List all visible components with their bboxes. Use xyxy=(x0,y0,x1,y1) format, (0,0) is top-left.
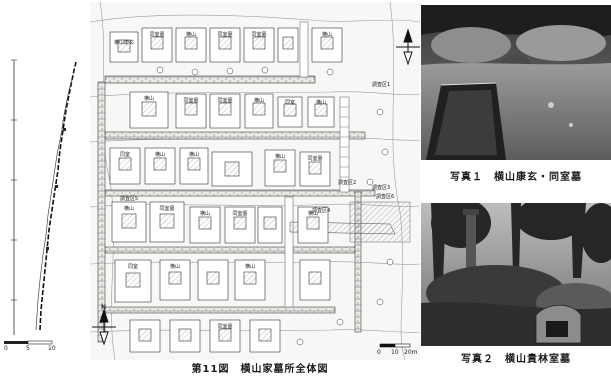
tomb-label-1: 横山康玄 xyxy=(114,40,135,46)
survey-label-4: 調査区4 xyxy=(312,208,331,214)
site-plan-svg xyxy=(89,1,421,361)
photo-2-image xyxy=(421,196,611,346)
survey-label-3: 調査区3 xyxy=(372,185,391,191)
survey-label-2: 調査区2 xyxy=(338,180,357,186)
north-arrow-bottom-icon xyxy=(92,308,116,346)
side-scale-bar xyxy=(4,340,53,345)
plan-scale-0: 0 xyxy=(377,349,381,356)
survey-label-5: 調査区5 xyxy=(120,196,139,202)
tomb-label-6: 横山 xyxy=(321,32,332,38)
photo-2-caption: 写真２ 横山貴林室墓 xyxy=(461,354,571,365)
cemetery-site-plan: 横山康玄 同室墓 横山 同室墓 同室墓 横山 横山 同室墓 同室墓 横山 同室 … xyxy=(89,1,421,361)
photo-1 xyxy=(421,5,611,160)
tomb-label-23: 同室 xyxy=(127,264,138,270)
survey-label-6: 調査区6 xyxy=(376,194,395,200)
tomb-label-22: 横山 xyxy=(307,211,318,217)
tomb-label-2: 同室墓 xyxy=(149,32,165,38)
tomb-label-3: 横山 xyxy=(185,32,196,38)
tomb-label-19: 同室墓 xyxy=(159,206,175,212)
tomb-label-26: 同室墓 xyxy=(217,324,233,330)
tomb-label-17: 同室墓 xyxy=(307,156,323,162)
photo-1-image xyxy=(421,5,611,160)
tomb-label-24: 横山 xyxy=(169,264,180,270)
survey-label-1: 調査区1 xyxy=(372,82,391,88)
tomb-label-12: 横山 xyxy=(315,100,326,106)
tomb-label-15: 横山 xyxy=(188,152,199,158)
side-scale-0: 0 xyxy=(4,345,8,352)
tomb-label-10: 横山 xyxy=(253,98,264,104)
tomb-label-7: 横山 xyxy=(143,96,154,102)
tomb-label-4: 同室墓 xyxy=(217,32,233,38)
photo-1-caption: 写真１ 横山康玄・同室墓 xyxy=(450,172,582,183)
tomb-label-25: 横山 xyxy=(244,264,255,270)
tomb-label-9: 同室墓 xyxy=(217,98,233,104)
tomb-label-16: 横山 xyxy=(274,154,285,160)
tomb-label-11: 同室 xyxy=(284,100,295,106)
tomb-label-8: 同室墓 xyxy=(183,98,199,104)
plan-scale-bar xyxy=(379,343,411,348)
tomb-label-14: 横山 xyxy=(154,152,165,158)
tomb-label-20: 横山 xyxy=(199,211,210,217)
plan-scale-10: 10 xyxy=(391,349,399,356)
figure-caption: 第11図 横山家墓所全体図 xyxy=(191,364,329,375)
north-label: N xyxy=(101,304,107,311)
tomb-label-21: 同室墓 xyxy=(232,211,248,217)
section-drawing-svg xyxy=(11,59,77,335)
side-scale-5: 5 xyxy=(26,345,30,352)
plan-scale-20: 20m xyxy=(404,349,418,356)
tomb-label-13: 同室 xyxy=(119,152,130,158)
north-arrow-top-icon xyxy=(396,28,420,66)
tomb-label-5: 同室墓 xyxy=(251,32,267,38)
side-scale-10: 10 xyxy=(48,345,56,352)
tomb-label-18: 横山 xyxy=(123,206,134,212)
section-drawing: 0 5 10 xyxy=(0,0,88,375)
photo-2 xyxy=(421,196,611,346)
